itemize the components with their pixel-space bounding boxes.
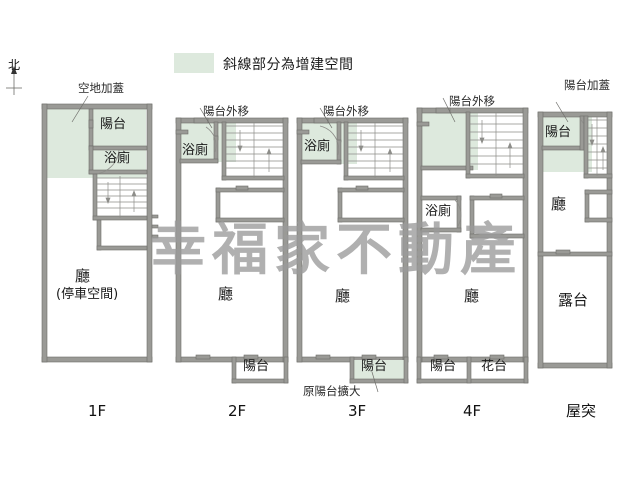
room-label-4f-planter: 花台 (481, 359, 508, 374)
room-label-1f-balcony: 陽台 (100, 117, 127, 132)
room-label-2f-balcony: 陽台 (243, 359, 270, 374)
room-label-4f-living: 廳 (464, 287, 480, 305)
room-label-2f-bathroom: 浴廁 (182, 143, 209, 158)
legend-label: 斜線部分為增建空間 (223, 57, 354, 73)
floor-label-1f: 1F (88, 402, 107, 420)
floor-label-roof: 屋突 (566, 402, 597, 420)
room-label-3f-living: 廳 (335, 287, 351, 305)
room-label-3f-balcony: 陽台 (361, 359, 388, 374)
floor-plan-4f (416, 97, 529, 384)
room-label-roof-balcony: 陽台 (545, 125, 572, 140)
legend-swatch (174, 53, 214, 73)
room-label-1f-bathroom: 浴廁 (104, 151, 131, 166)
floor-label-2f: 2F (228, 402, 247, 420)
annotation-3f-yuan-yangtai-kuoda: 原陽台擴大 (303, 384, 361, 398)
north-label: 北 (8, 58, 21, 72)
room-label-2f-living: 廳 (218, 285, 234, 303)
annotation-4f-yangtai-waiyi: 陽台外移 (449, 94, 495, 108)
floor-plan-3f (296, 107, 409, 393)
floor-label-4f: 4F (463, 402, 482, 420)
floor-plan-1f (41, 95, 159, 363)
room-label-roof-terrace: 露台 (558, 291, 589, 309)
floor-plan-roof (537, 101, 613, 369)
annotation-roof-yangtai-jiagai: 陽台加蓋 (564, 78, 610, 92)
room-label-4f-balcony: 陽台 (430, 359, 457, 374)
room-label-roof-living: 廳 (551, 195, 567, 213)
annotation-3f-yangtai-waiyi: 陽台外移 (323, 104, 369, 118)
annotation-2f-yangtai-waiyi: 陽台外移 (203, 104, 249, 118)
floor-plan-2f (175, 107, 289, 384)
room-label-1f-living-sub: (停車空間) (56, 287, 119, 302)
room-label-3f-bathroom: 浴廁 (304, 139, 331, 154)
room-label-4f-bathroom: 浴廁 (425, 204, 452, 219)
room-label-1f-living: 廳 (75, 267, 91, 285)
annotation-1f-kongdi-jiagai: 空地加蓋 (78, 81, 124, 95)
north-arrow-icon (6, 66, 22, 95)
floor-label-3f: 3F (348, 402, 367, 420)
